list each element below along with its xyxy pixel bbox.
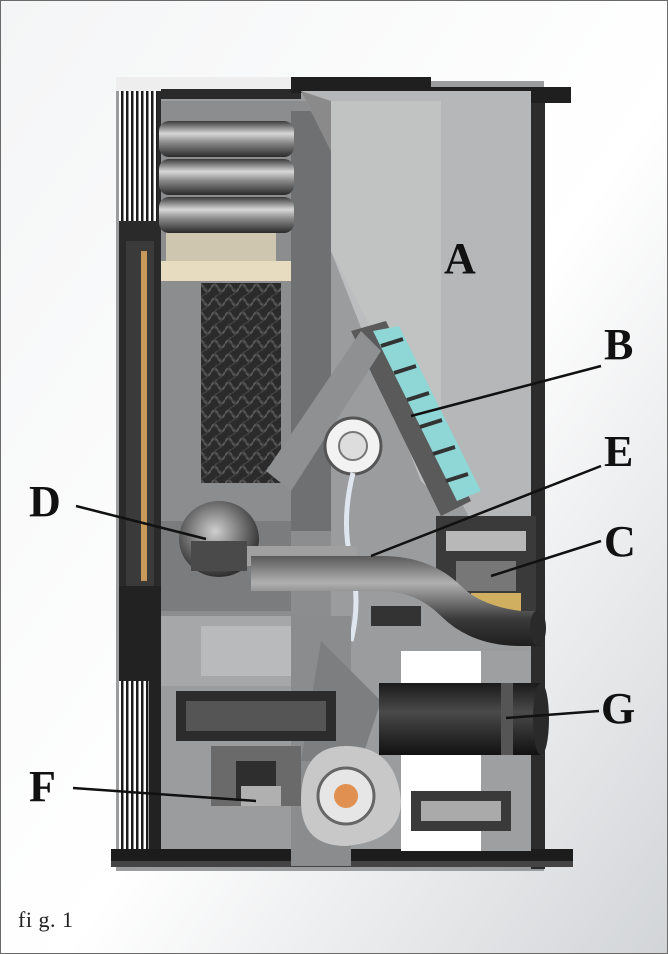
leader-f (72, 786, 257, 803)
figure-caption: fi g. 1 (18, 907, 74, 932)
feed-motor-c (436, 516, 536, 611)
convection-pipe-g (379, 683, 549, 755)
leader-g (505, 709, 600, 720)
leader-c (490, 539, 602, 578)
auger-feed (266, 321, 481, 516)
callout-label-b: B (604, 320, 633, 369)
callout-label-e: E (604, 427, 633, 476)
callout-label-d: D (29, 477, 61, 526)
heat-exchanger-tubes (159, 121, 294, 233)
leader-d (75, 504, 207, 541)
leader-b (410, 364, 602, 418)
exhaust-fan-f (211, 746, 401, 846)
callout-label-c: C (604, 517, 636, 566)
flue-pipe-e (251, 556, 546, 646)
callout-label-f: F (29, 762, 56, 811)
callout-label-g: G (601, 684, 635, 733)
leader-e (370, 464, 602, 558)
callout-lines (72, 364, 602, 803)
callout-label-a: A (444, 234, 476, 283)
